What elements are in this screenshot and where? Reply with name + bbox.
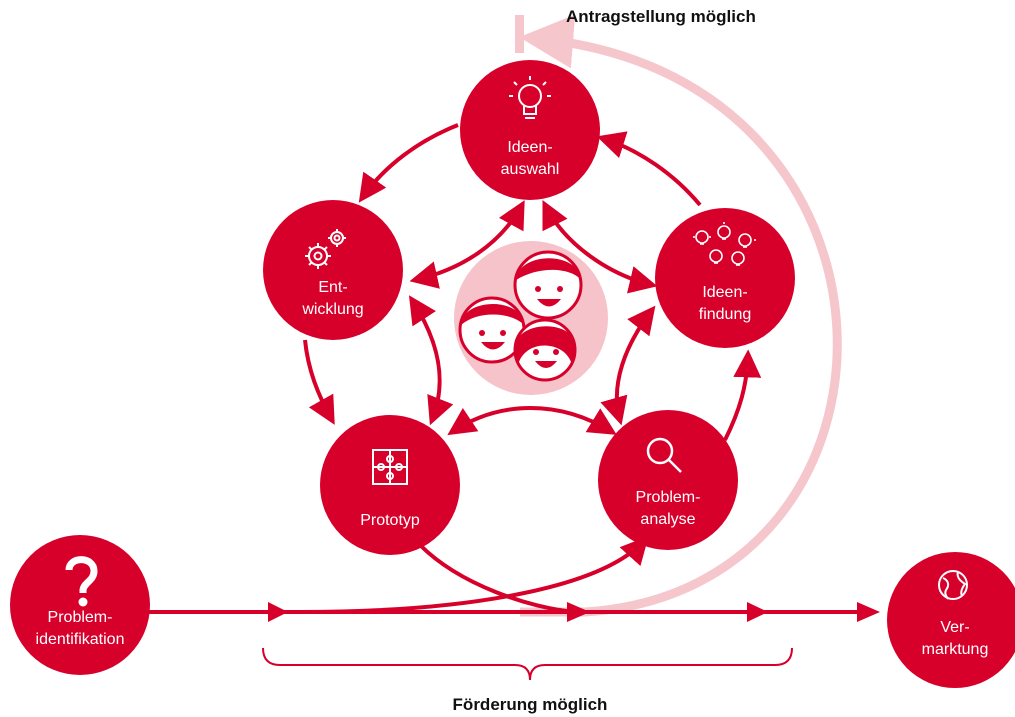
arrow-prototyp-problemanalyse-inner [447, 406, 617, 436]
feedback-arc [519, 14, 842, 617]
arrow-ideenauswahl-to-entwicklung [358, 123, 459, 203]
puzzle-icon [372, 449, 408, 485]
top-caption: Antragstellung möglich [566, 7, 756, 26]
arrow-entwicklung-prototyp-inner [408, 295, 454, 426]
globe-icon [938, 570, 968, 600]
node-problemanalyse: Problem- analyse [598, 410, 738, 550]
exit-arc-from-prototyp [418, 543, 576, 614]
entry-arc-to-problemanalyse [299, 535, 649, 614]
bottom-caption: Förderung möglich [453, 695, 608, 714]
team-faces-icon [458, 250, 583, 382]
flow-arrow-1 [268, 602, 288, 622]
node-vermarktung: Ver- marktung [887, 552, 1015, 688]
funding-brace [262, 647, 793, 681]
feedback-arc-stub [515, 15, 524, 53]
magnifier-icon [646, 437, 682, 473]
arrow-ideenfindung-problemanalyse-inner [600, 305, 656, 426]
arrow-ideenauswahl-ideenfindung-inner [542, 199, 658, 294]
node-problemanalyse-line1: Problem- [636, 489, 701, 506]
node-ideenfindung-line2: findung [699, 306, 752, 323]
arrow-entwicklung-to-prototyp [303, 339, 335, 425]
node-ideenauswahl-line1: Ideen- [507, 139, 552, 156]
flow-arrow-3 [747, 602, 768, 622]
node-vermarktung-line2: marktung [922, 641, 989, 658]
node-problemidentifikation-line2: identifikation [36, 631, 125, 648]
question-mark-icon [65, 556, 98, 607]
node-problemidentifikation-line1: Problem- [48, 609, 113, 626]
node-entwicklung-line2: wicklung [301, 301, 363, 318]
gears-icon [305, 229, 346, 269]
node-ideenfindung: Ideen- findung [655, 208, 795, 348]
arrow-ideenauswahl-entwicklung-inner [409, 200, 525, 289]
lightbulbs-cluster-icon [693, 222, 756, 266]
node-entwicklung: Ent- wicklung [263, 200, 403, 340]
arrow-ideenfindung-to-ideenauswahl [596, 131, 702, 207]
node-problemanalyse-line2: analyse [640, 511, 695, 528]
node-entwicklung-line1: Ent- [318, 279, 347, 296]
node-ideenauswahl: Ideen- auswahl [460, 60, 600, 200]
node-ideenfindung-line1: Ideen- [702, 284, 747, 301]
node-prototyp: Prototyp [320, 415, 460, 555]
node-problemidentifikation: Problem- identifikation [10, 535, 150, 675]
flow-arrow-2 [567, 602, 590, 622]
arrow-problemanalyse-to-ideenfindung [723, 349, 762, 441]
flow-arrow-4 [857, 602, 880, 622]
node-vermarktung-line1: Ver- [940, 619, 969, 636]
center-team [454, 241, 608, 395]
node-prototyp-line1: Prototyp [360, 512, 420, 529]
lightbulb-icon [509, 76, 551, 119]
node-ideenauswahl-line2: auswahl [501, 161, 560, 178]
